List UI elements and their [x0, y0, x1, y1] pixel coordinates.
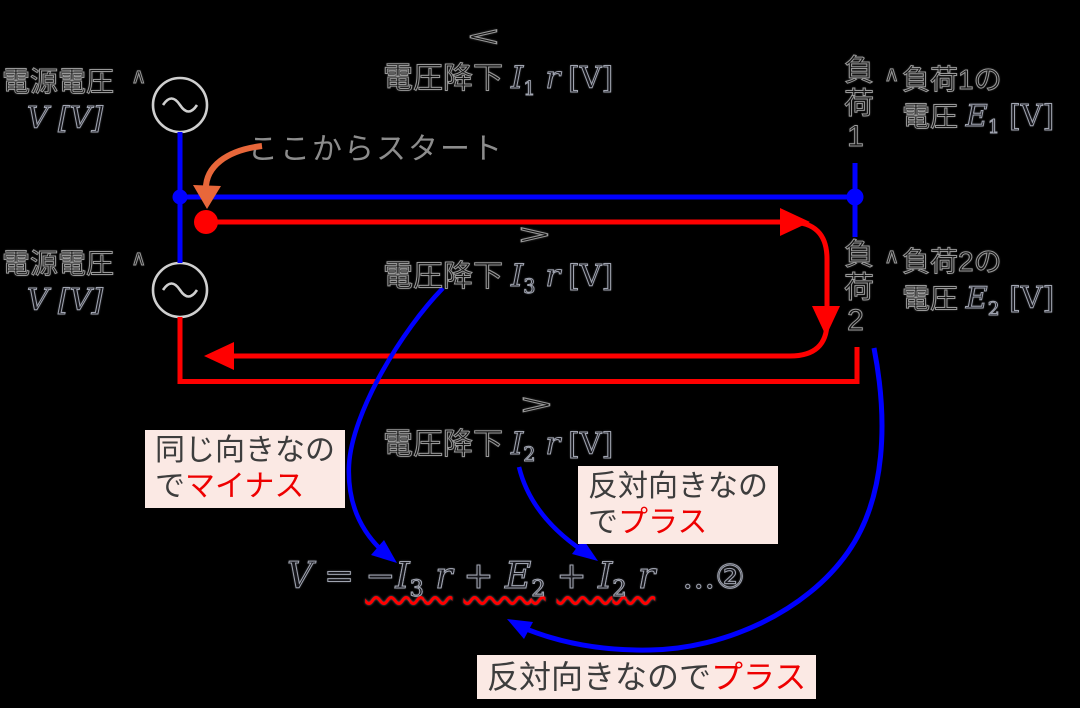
term2-pre: + E: [463, 556, 532, 598]
drop3-var: I: [510, 258, 524, 295]
term1-post: r: [423, 556, 453, 598]
load1-voltage-word: 電圧: [901, 101, 959, 133]
note-bottom-prefix: 反対向きなので: [487, 659, 712, 695]
equation: V = −I3 r + E2 + I2 r …②: [287, 556, 756, 601]
drop3-unit: [V]: [568, 259, 614, 295]
load1-var: E: [965, 99, 988, 135]
drop1-unit: [V]: [568, 61, 614, 97]
load1-line1: 負荷1の: [902, 63, 1003, 95]
note-left-line2-red: マイナス: [185, 470, 305, 503]
drop1-sub: 1: [523, 77, 536, 101]
equation-number-tag: …②: [682, 557, 746, 597]
term2-sub: 2: [531, 576, 546, 603]
note-right-line1: 反対向きなの: [588, 470, 768, 503]
drop3-coeff: r: [535, 258, 561, 295]
term3-post: r: [626, 556, 656, 598]
loop-arrowhead-left: [204, 342, 234, 370]
drop2-unit: [V]: [568, 427, 614, 463]
guide-arrowhead-i3: [371, 540, 397, 563]
start-dot: [194, 210, 218, 234]
drop2-sub: 2: [523, 443, 536, 467]
drop1-direction-arrow-icon: <: [465, 22, 501, 53]
source1-direction-caret-icon: ∧: [130, 65, 147, 89]
note-left-line2-prefix: で: [155, 470, 185, 503]
load2-line2: 電圧 E2 [V]: [901, 281, 1055, 320]
load1-line2: 電圧 E1 [V]: [901, 99, 1055, 138]
loop-arrowhead-down: [812, 306, 840, 336]
equation-equals: =: [323, 556, 355, 598]
load2-line1: 負荷2の: [902, 245, 1003, 277]
drop1-text: 電圧降下: [383, 62, 504, 96]
source2-value: V [V]: [26, 283, 104, 319]
drop3-sub: 3: [523, 275, 536, 299]
start-note: ここからスタート: [248, 133, 504, 166]
ac-source-1-sine-icon: [161, 97, 199, 113]
load1-direction-caret-icon: ∧: [883, 63, 900, 87]
kvl-loop-path: [212, 219, 830, 359]
drop3-text: 電圧降下: [383, 260, 504, 294]
start-arrow-curve: [202, 143, 263, 193]
load2-direction-caret-icon: ∧: [883, 245, 900, 269]
note-box-opposite-direction: 反対向きなの でプラス: [578, 466, 778, 544]
equation-lhs: V: [287, 556, 314, 598]
term3-sub: 2: [612, 576, 627, 603]
load2-vertical-label: 負荷2: [839, 238, 873, 341]
guide-arrowhead-i2: [572, 539, 598, 561]
guide-curve-i2: [516, 466, 585, 553]
drop1-var: I: [510, 60, 524, 97]
source1-value: V [V]: [26, 101, 104, 137]
guide-arrowhead-e2: [507, 619, 533, 639]
source2-name: 電源電圧: [1, 247, 115, 279]
note-box-bottom-opposite: 反対向きなのでプラス: [477, 655, 817, 700]
start-arrowhead-icon: [193, 185, 221, 209]
drop2-var: I: [510, 426, 524, 463]
drop2-direction-arrow-icon: >: [518, 390, 554, 421]
note-left-line1: 同じ向きなの: [155, 434, 335, 467]
ac-source-2-sine-icon: [161, 282, 199, 298]
guide-curve-e2: [518, 347, 885, 653]
load1-sub: 1: [987, 117, 1000, 138]
loop-arrowhead-right: [780, 208, 810, 236]
equation-term-plus-i2r: + I2 r: [556, 556, 656, 601]
term3-pre: + I: [556, 556, 613, 598]
note-box-same-direction: 同じ向きなの でマイナス: [145, 430, 345, 508]
note-bottom-red: プラス: [711, 659, 807, 695]
load2-unit: [V]: [999, 281, 1055, 317]
drop2-coeff: r: [535, 426, 561, 463]
note-right-line2-red: プラス: [618, 506, 708, 539]
load1-vertical-label: 負荷1: [839, 54, 873, 157]
load2-var: E: [965, 281, 988, 317]
drop1-coeff: r: [535, 60, 561, 97]
load1-unit: [V]: [999, 99, 1055, 135]
load2-sub: 2: [987, 299, 1000, 320]
junction-dot-right: [846, 188, 864, 206]
guide-curve-i3: [346, 286, 445, 558]
drop3-direction-arrow-icon: >: [516, 220, 552, 251]
term1-sub: 3: [409, 576, 424, 603]
load2-voltage-word: 電圧: [901, 283, 959, 315]
equation-term-minus-i3r: −I3 r: [365, 556, 453, 601]
term1-pre: −I: [365, 556, 410, 598]
equation-term-plus-e2: + E2: [463, 556, 546, 601]
source2-direction-caret-icon: ∧: [130, 247, 147, 271]
note-right-line2-prefix: で: [588, 506, 618, 539]
source1-name: 電源電圧: [1, 65, 115, 97]
drop2-text: 電圧降下: [383, 428, 504, 462]
junction-dot-left: [172, 189, 188, 205]
wire-red-bottom: [177, 317, 860, 384]
